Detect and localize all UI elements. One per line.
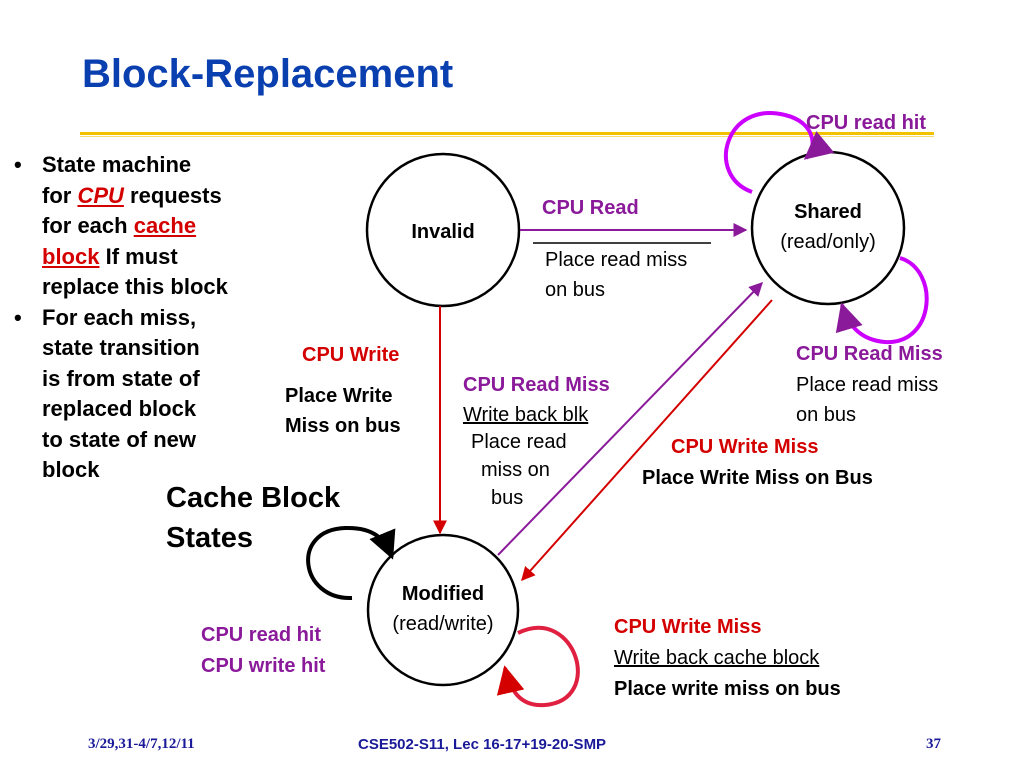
- cache-block-states-label: Cache Block States: [166, 482, 341, 554]
- loop-shared-read-miss: [835, 256, 929, 345]
- state-invalid-label: Invalid: [411, 221, 474, 243]
- bullet-line: replace this block: [42, 272, 228, 303]
- bullet-line: block: [42, 455, 228, 486]
- shared-read-miss-action: Place read miss on bus: [796, 374, 939, 426]
- bullet-link-text: cache: [133, 213, 197, 238]
- invalid-modified-action: Place Write Miss on bus: [285, 385, 401, 437]
- bullet-text: For each miss,: [42, 304, 197, 330]
- bullet-text: state transition: [42, 335, 200, 360]
- bullet-line: state transition: [42, 333, 228, 364]
- shared-modified-event: CPU Write Miss: [671, 436, 819, 458]
- bullet-text: If must: [99, 243, 178, 269]
- shared-read-hit-label: CPU read hit: [806, 112, 927, 134]
- bullet-text: for each: [42, 213, 134, 238]
- invalid-modified-event: CPU Write: [302, 344, 400, 366]
- footer-page-number: 37: [926, 736, 941, 752]
- loop-shared-read-hit: [724, 111, 835, 194]
- bullet-line: is from state of: [42, 364, 228, 395]
- bullet-text: replace this block: [42, 274, 228, 299]
- bullet-text: State machine: [42, 152, 192, 177]
- bullet-item: • For each miss, state transition is from s…: [14, 303, 228, 486]
- modified-write-miss-writeback: Write back cache block: [614, 647, 820, 669]
- modified-write-miss-event: CPU Write Miss: [614, 616, 762, 638]
- bullet-text: is from state of: [42, 365, 200, 391]
- bullet-line: State machine: [42, 150, 228, 181]
- bullet-line: for each cache: [42, 211, 228, 242]
- shared-modified-action: Place Write Miss on Bus: [642, 467, 873, 489]
- bullet-text: replaced block: [42, 396, 197, 421]
- state-shared-label: Shared: [794, 201, 862, 223]
- edge-shared-to-modified: [521, 299, 773, 582]
- bullet-text: requests: [123, 182, 222, 208]
- bullet-dot-icon: •: [14, 152, 22, 177]
- footer-date: 3/29,31-4/7,12/11: [88, 736, 195, 752]
- title-underline: [80, 132, 934, 135]
- bullet-text: block: [42, 457, 100, 482]
- modified-read-hit-label: CPU read hit: [201, 624, 322, 646]
- footer-course: CSE502-S11, Lec 16-17+19-20-SMP: [358, 736, 607, 753]
- bullet-line: block If must: [42, 242, 228, 273]
- bullet-link-text: block: [42, 243, 100, 269]
- shared-read-miss-event: CPU Read Miss: [796, 343, 943, 365]
- bullet-line: replaced block: [42, 394, 228, 425]
- bullet-line: to state of new: [42, 425, 228, 456]
- loop-modified-write-miss: [496, 625, 580, 708]
- modified-write-miss-place: Place write miss on bus: [614, 678, 841, 700]
- state-shared-sub: (read/only): [780, 231, 876, 253]
- state-shared-circle: [750, 150, 906, 306]
- modified-write-hit-label: CPU write hit: [201, 655, 326, 677]
- bullet-link-text: CPU: [77, 182, 124, 208]
- state-modified-label: Modified: [402, 583, 484, 605]
- modified-shared-action-readmiss: Place read miss on bus: [471, 431, 567, 509]
- bullet-line: for CPU requests: [42, 181, 228, 212]
- state-modified-sub: (read/write): [392, 613, 493, 635]
- bullet-line: For each miss,: [42, 303, 228, 334]
- invalid-shared-event: CPU Read: [542, 197, 639, 219]
- modified-shared-action-writeback: Write back blk: [463, 404, 589, 426]
- state-modified-circle: [366, 533, 520, 687]
- modified-shared-event: CPU Read Miss: [463, 374, 610, 396]
- bullet-text: to state of new: [42, 426, 197, 452]
- invalid-shared-action: Place read miss on bus: [545, 249, 688, 301]
- edge-modified-to-shared: [497, 281, 763, 556]
- bullet-dot-icon: •: [14, 304, 22, 330]
- slide-title: Block-Replacement: [82, 52, 454, 96]
- state-invalid-circle: [365, 152, 521, 308]
- bullet-text: for: [42, 182, 78, 208]
- loop-modified-hit: [306, 525, 396, 601]
- title-underline-shadow: [80, 136, 934, 137]
